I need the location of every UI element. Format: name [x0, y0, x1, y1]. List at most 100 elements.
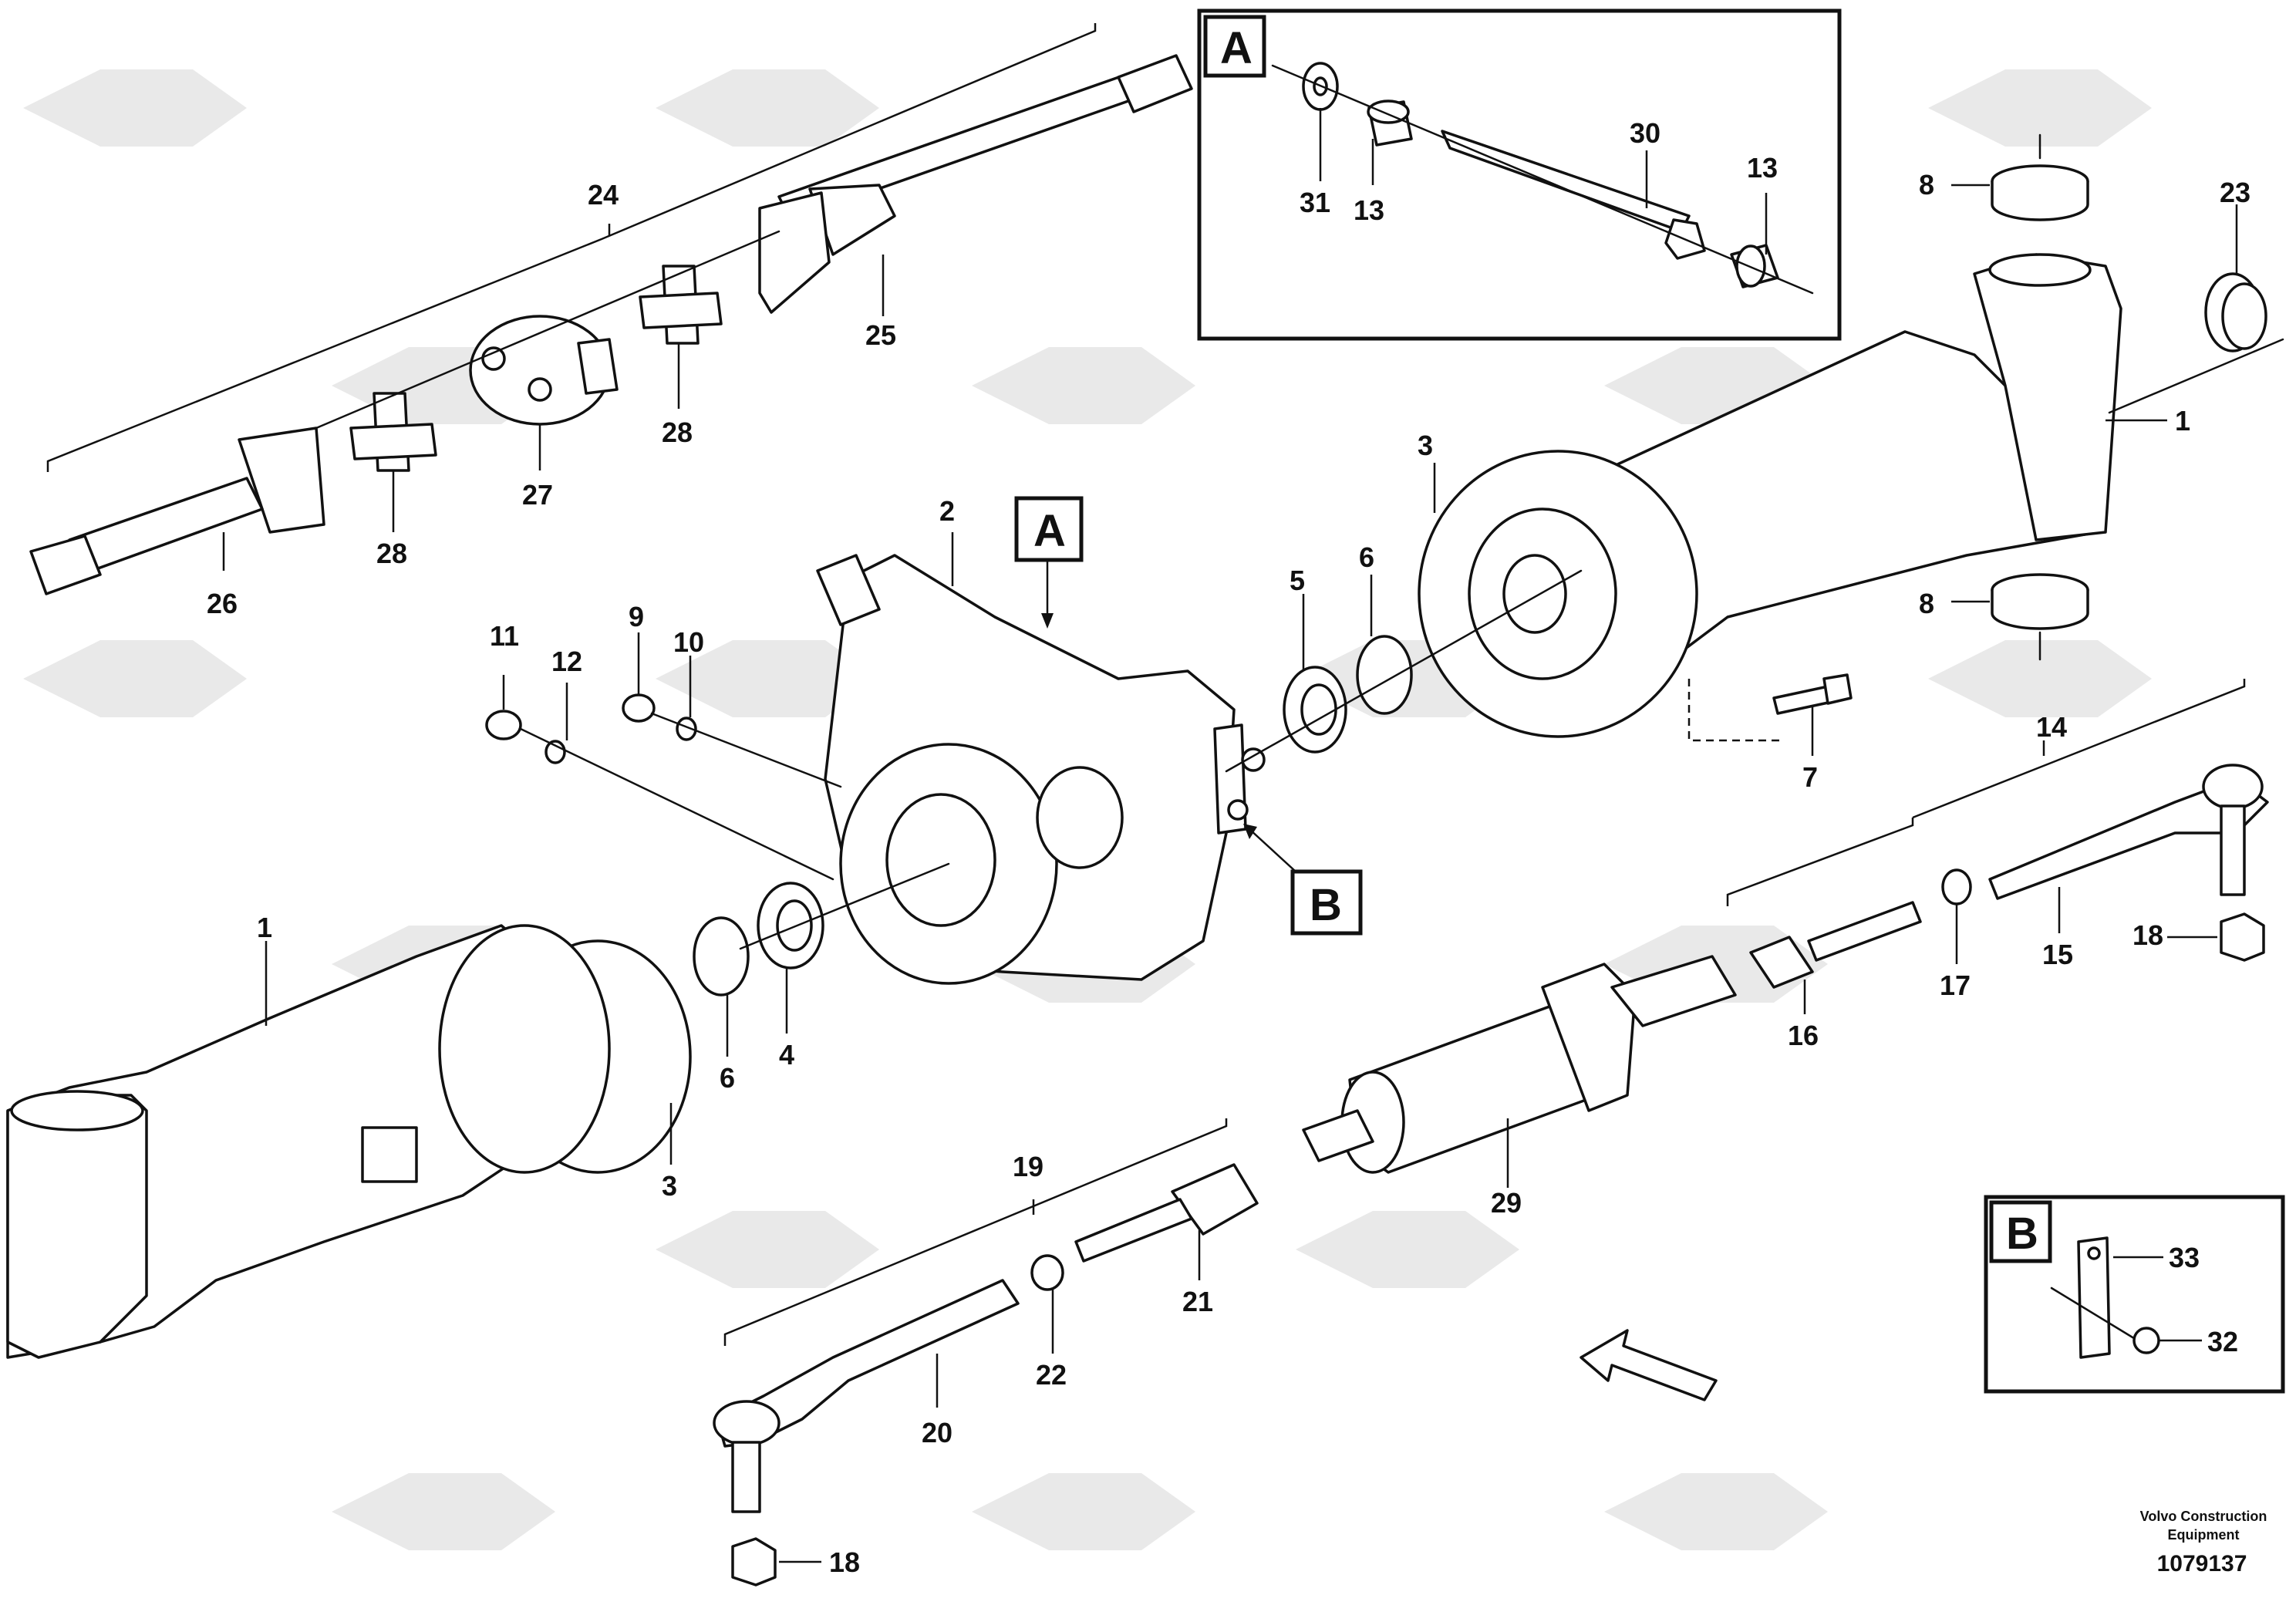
callout-32: 32	[2207, 1326, 2238, 1357]
callout-14: 14	[2036, 711, 2067, 743]
shaft-axis-line	[315, 230, 781, 430]
watermark-text: COMPART	[147, 194, 349, 236]
callout-6: 6	[1359, 541, 1374, 573]
callout-2: 2	[939, 495, 955, 527]
carrier-2-boss	[816, 554, 881, 626]
tag-a-arrowhead	[1041, 613, 1054, 629]
bolt-7-dashed-line	[1687, 679, 1782, 742]
detail-a-tag-box	[1203, 15, 1266, 78]
bolt-32	[2132, 1327, 2160, 1354]
callout-28: 28	[376, 538, 407, 569]
cross-28-upper-arm	[639, 292, 723, 329]
direction-arrow	[1580, 1329, 1718, 1401]
watermark-text: КОМПАРТ	[1111, 1313, 1323, 1354]
hub-flange-3-right-bore	[1502, 554, 1567, 634]
coupling-27-hole	[481, 346, 506, 371]
callout-9: 9	[629, 601, 644, 632]
nut-18-bottom	[731, 1537, 777, 1587]
detail-a-tag: A	[1220, 23, 1253, 73]
tie-rod-end-20-stud	[731, 1441, 761, 1513]
watermark-text: КОМПАРТ	[147, 1585, 359, 1622]
footer-brand-line2: Equipment	[2168, 1527, 2240, 1543]
bearing-4-inner	[776, 899, 813, 952]
callout-6: 6	[720, 1062, 735, 1094]
callout-13: 13	[1747, 152, 1778, 184]
watermark-text: COMPART	[147, 1313, 349, 1354]
axis-line	[2108, 338, 2284, 414]
callout-15: 15	[2042, 939, 2073, 970]
callout-12: 12	[551, 646, 582, 677]
detail-a-frame	[1197, 8, 1842, 341]
nut-17	[1941, 868, 1972, 905]
tie-rod-end-15	[1988, 777, 2269, 900]
tie-rod-end-20-ball	[713, 1400, 781, 1446]
callout-1: 1	[257, 912, 272, 943]
carrier-assembly: A B 2 5 6 11 12 9 10 4 6	[485, 495, 1583, 1094]
bracket-24	[46, 23, 1097, 472]
bolt-7-head	[1822, 673, 1853, 705]
tie-rod-21-shaft	[1074, 1198, 1193, 1263]
tie-rod-16-shaft	[1807, 901, 1922, 962]
plate-33-hole	[2087, 1246, 2101, 1260]
seal-23-inner	[2221, 282, 2267, 350]
detail-a-axis-line	[1271, 64, 1814, 295]
hub-flange-3-left-inner	[438, 924, 611, 1174]
steering-cylinder-29-rod-end	[1610, 955, 1737, 1027]
callout-17: 17	[1940, 969, 1971, 1001]
callout-4: 4	[779, 1039, 794, 1071]
axle-housing-right: 3 1 8 8 23 7	[1418, 133, 2284, 793]
axis-line	[1225, 569, 1583, 773]
axis-line	[739, 862, 950, 950]
tag-b-arrowhead	[1243, 824, 1257, 839]
watermark-text: COMPART	[463, 1585, 665, 1622]
detail-b-axis-line	[2050, 1286, 2142, 1344]
watermark-row-6: КОМПАРТ COMPART КОМПАРТ COMPART	[147, 1473, 1828, 1622]
steering-cylinder-29-flange	[1541, 963, 1637, 1112]
tag-a	[1014, 496, 1084, 562]
axle-housing-1-left-bore	[10, 1090, 144, 1131]
watermark-text: COMPART	[1751, 1023, 1953, 1065]
callout-8: 8	[1919, 588, 1934, 619]
watermark-text: КОМПАРТ	[1735, 746, 1948, 787]
bearing-race-8-bottom-side	[1991, 588, 2089, 630]
bracket-14	[1726, 818, 1914, 906]
watermark-text: COMPART	[147, 746, 349, 787]
carrier-2-bore	[885, 793, 996, 927]
yoke-flange-25	[758, 191, 831, 314]
tag-a-label: A	[1033, 506, 1066, 556]
callout-16: 16	[1788, 1020, 1819, 1051]
axis-line	[650, 712, 842, 788]
detail-b-tag-box	[1989, 1200, 2052, 1263]
plug-11	[485, 710, 522, 740]
bolt-7	[1772, 685, 1833, 715]
watermark-text: COMPART	[1111, 1585, 1313, 1622]
cross-28-lower-arm	[349, 423, 437, 460]
o-ring-10	[676, 717, 697, 741]
o-ring-6-bottom	[693, 916, 750, 996]
tag-b	[1290, 869, 1363, 936]
callout-11: 11	[490, 620, 519, 652]
tie-rod-end-15-stud	[2220, 804, 2246, 896]
watermark-text: КОМПАРТ	[478, 746, 691, 787]
tag-b-pointer	[1249, 828, 1296, 872]
nut-18-right	[2220, 912, 2265, 962]
plate-33	[2077, 1236, 2111, 1359]
axle-housing-1-left-knuckle	[6, 1094, 148, 1359]
callout-19: 19	[1013, 1151, 1043, 1182]
callout-24: 24	[588, 179, 619, 211]
bearing-5-inner	[1300, 683, 1337, 736]
callout-30: 30	[1630, 117, 1660, 149]
callout-33: 33	[2169, 1242, 2200, 1273]
watermark-text: COMPART	[1103, 476, 1305, 518]
detail-view-b: B 33 32	[1984, 1195, 2285, 1394]
plug-9	[622, 693, 656, 723]
drawing-number: 1079137	[2157, 1551, 2247, 1576]
shaft-25-spline	[1117, 54, 1193, 113]
detail-b-tag: B	[2006, 1209, 2038, 1259]
footer-brand-line1: Volvo Construction	[2140, 1509, 2267, 1524]
tie-rod-end-21	[1171, 1163, 1259, 1236]
callout-28: 28	[662, 416, 693, 448]
callout-3: 3	[1418, 430, 1433, 461]
callout-5: 5	[1290, 565, 1305, 596]
